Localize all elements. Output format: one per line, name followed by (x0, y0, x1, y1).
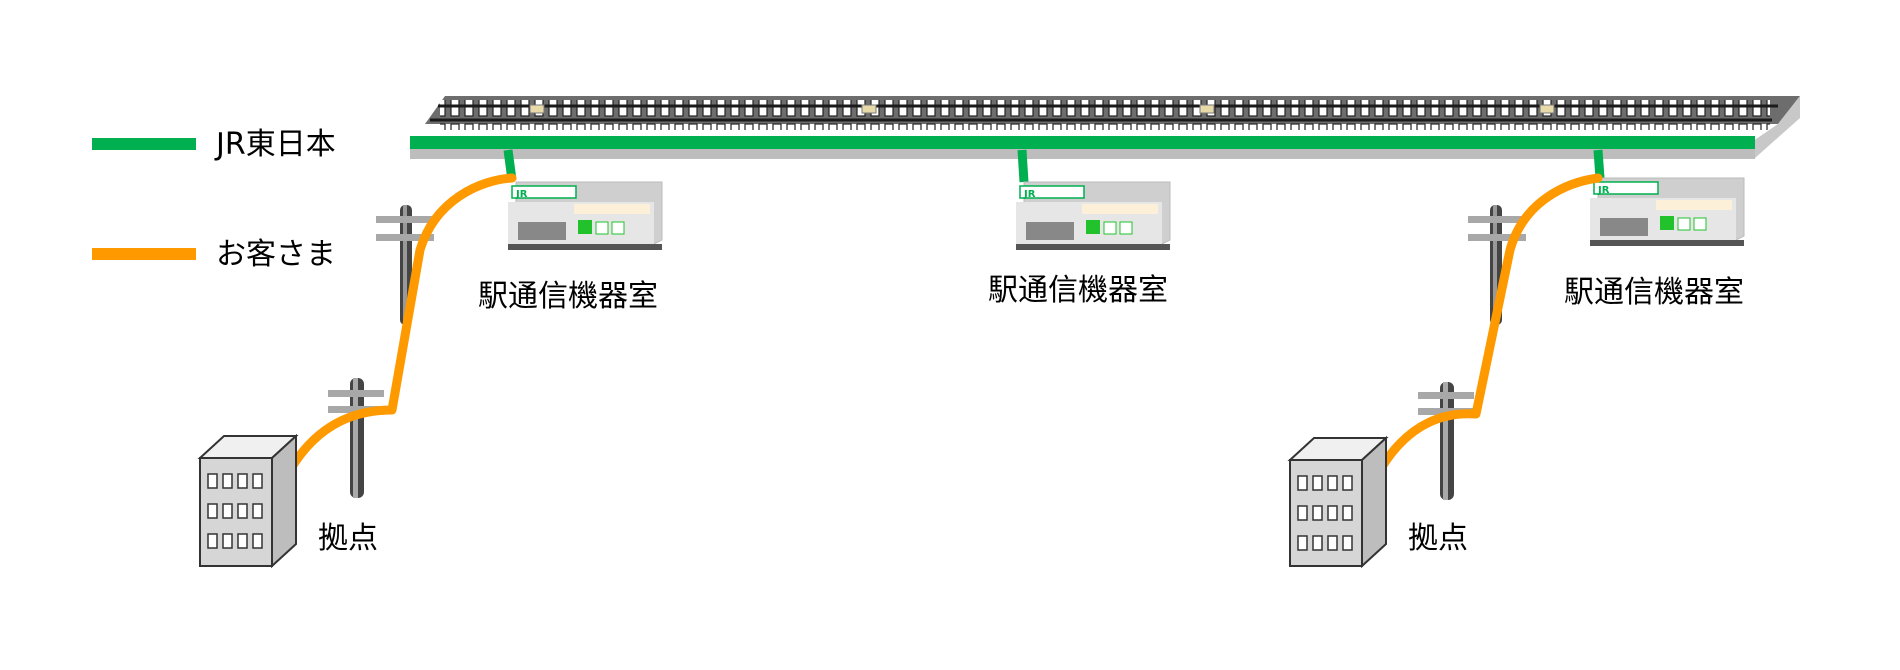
station-equipment-room-icon: JR (1590, 177, 1745, 246)
base-label: 拠点 (1408, 521, 1468, 556)
station-equipment-room-icon: JR (508, 181, 663, 250)
station-equipment-room-icon: JR (1016, 181, 1171, 250)
legend-jr-label: JR東日本 (214, 127, 336, 162)
station-room-label: 駅通信機器室 (1564, 275, 1744, 310)
base-right: 拠点 (1287, 435, 1468, 569)
legend-customer-label: お客さま (216, 237, 336, 272)
station-room-2: JR 駅通信機器室 (988, 181, 1171, 308)
base-left: 拠点 (197, 433, 378, 569)
railway-track-icon (410, 96, 1800, 159)
jr-logo: JR (1023, 189, 1036, 200)
legend: JR東日本 お客さま (92, 127, 336, 272)
utility-pole-icon (1418, 382, 1474, 500)
office-building-icon (197, 433, 299, 569)
station-room-label: 駅通信機器室 (478, 279, 658, 314)
base-label: 拠点 (318, 521, 378, 556)
utility-pole-icon (376, 205, 434, 325)
jr-logo: JR (515, 189, 528, 200)
station-room-1: JR 駅通信機器室 (478, 181, 663, 314)
station-room-label: 駅通信機器室 (988, 273, 1168, 308)
office-building-icon (1287, 435, 1389, 569)
jr-trunk-line (410, 136, 1755, 149)
customer-line-right (1375, 173, 1603, 475)
station-room-3: JR 駅通信機器室 (1564, 177, 1745, 310)
jr-logo: JR (1597, 185, 1610, 196)
customer-line-left (285, 173, 517, 475)
utility-pole-icon (328, 378, 384, 498)
